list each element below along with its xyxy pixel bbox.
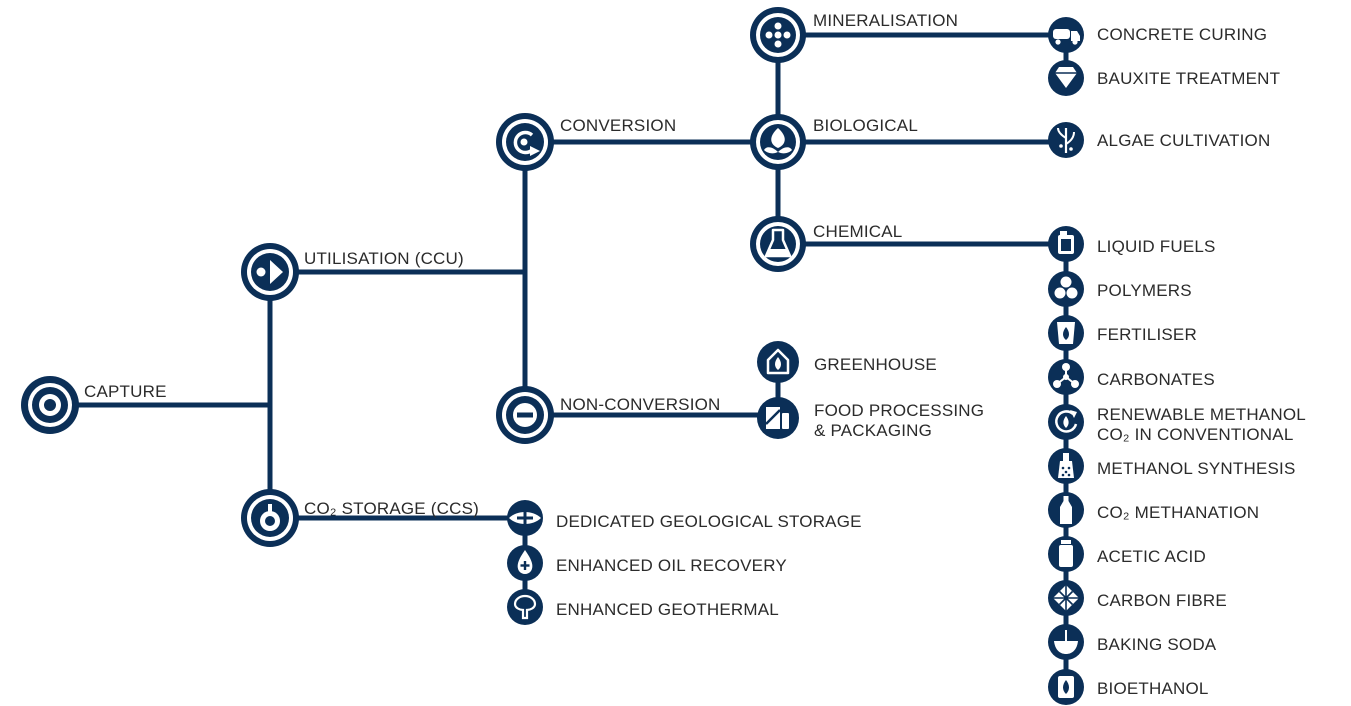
list-item: DEDICATED GEOLOGICAL STORAGE <box>507 500 862 536</box>
polymers-icon <box>1048 271 1084 307</box>
recycle-icon <box>1048 404 1084 440</box>
list-item: LIQUID FUELS <box>1048 226 1216 262</box>
list-item: METHANOL SYNTHESIS <box>1048 448 1296 484</box>
list-item: FOOD PROCESSING & PACKAGING <box>757 397 984 440</box>
node-non-conversion: NON-CONVERSION <box>496 386 721 444</box>
bioethanol-icon <box>1048 669 1084 705</box>
renewable-methanol-label: RENEWABLE METHANOL <box>1097 405 1306 424</box>
conversion-label: CONVERSION <box>560 116 676 135</box>
non-conversion-label: NON-CONVERSION <box>560 395 721 414</box>
node-mineralisation: MINERALISATION <box>750 7 958 63</box>
cycle-arrow-icon <box>496 113 554 171</box>
mineralisation-list: CONCRETE CURING BAUXITE TREATMENT <box>1048 17 1280 96</box>
storage-target-icon <box>241 489 299 547</box>
fertiliser-bag-icon <box>1048 315 1084 351</box>
chemical-label: CHEMICAL <box>813 222 902 241</box>
geothermal-icon <box>507 589 543 625</box>
mineralisation-label: MINERALISATION <box>813 11 958 30</box>
list-item: BAKING SODA <box>1048 624 1217 660</box>
food-processing-label-line2: & PACKAGING <box>814 421 932 440</box>
food-packaging-icon <box>757 397 799 439</box>
liquid-fuels-label: LIQUID FUELS <box>1097 237 1216 256</box>
oil-drop-icon <box>507 545 543 581</box>
list-item: GREENHOUSE <box>757 341 937 383</box>
algae-icon <box>1048 122 1084 158</box>
greenhouse-label: GREENHOUSE <box>814 355 937 374</box>
list-item: ENHANCED GEOTHERMAL <box>507 589 779 625</box>
list-item: RENEWABLE METHANOL CO₂ IN CONVENTIONAL <box>1048 404 1306 444</box>
fuel-can-icon <box>1048 226 1084 262</box>
node-biological: BIOLOGICAL <box>750 114 918 170</box>
synthesis-icon <box>1048 448 1084 484</box>
bottle-icon <box>1048 492 1084 528</box>
biological-label: BIOLOGICAL <box>813 116 918 135</box>
acetic-acid-label: ACETIC ACID <box>1097 547 1206 566</box>
baking-soda-label: BAKING SODA <box>1097 635 1217 654</box>
capture-label: CAPTURE <box>84 382 167 401</box>
storage-list: DEDICATED GEOLOGICAL STORAGE ENHANCED OI… <box>507 500 862 625</box>
leaf-icon <box>750 114 806 170</box>
carbon-fibre-label: CARBON FIBRE <box>1097 591 1227 610</box>
geological-storage-label: DEDICATED GEOLOGICAL STORAGE <box>556 512 862 531</box>
food-processing-label: FOOD PROCESSING <box>814 401 984 420</box>
bauxite-label: BAUXITE TREATMENT <box>1097 69 1280 88</box>
list-item: CO₂ METHANATION <box>1048 492 1259 528</box>
geological-icon <box>507 500 543 536</box>
list-item: POLYMERS <box>1048 271 1192 307</box>
biological-list: ALGAE CULTIVATION <box>1048 122 1270 158</box>
renewable-methanol-label-line2: CO₂ IN CONVENTIONAL <box>1097 425 1293 444</box>
concrete-curing-label: CONCRETE CURING <box>1097 25 1267 44</box>
list-item: FERTILISER <box>1048 315 1197 351</box>
carbonates-label: CARBONATES <box>1097 370 1215 389</box>
list-item: ACETIC ACID <box>1048 536 1206 572</box>
flask-icon <box>750 216 806 272</box>
list-item: ALGAE CULTIVATION <box>1048 122 1270 158</box>
non-conversion-list: GREENHOUSE FOOD PROCESSING & PACKAGING <box>757 341 984 440</box>
dots-icon <box>750 7 806 63</box>
methanol-synthesis-label: METHANOL SYNTHESIS <box>1097 459 1296 478</box>
list-item: BAUXITE TREATMENT <box>1048 60 1280 96</box>
bowl-icon <box>1048 624 1084 660</box>
node-storage: CO₂ STORAGE (CCS) <box>241 489 479 547</box>
molecule-icon <box>1048 359 1084 395</box>
list-item: ENHANCED OIL RECOVERY <box>507 545 787 581</box>
utilisation-label: UTILISATION (CCU) <box>304 249 464 268</box>
greenhouse-icon <box>757 341 799 383</box>
algae-label: ALGAE CULTIVATION <box>1097 131 1270 150</box>
list-item: CARBON FIBRE <box>1048 580 1227 616</box>
fibre-icon <box>1048 580 1084 616</box>
node-conversion: CONVERSION <box>496 113 676 171</box>
node-chemical: CHEMICAL <box>750 216 902 272</box>
list-item: BIOETHANOL <box>1048 669 1209 705</box>
oil-recovery-label: ENHANCED OIL RECOVERY <box>556 556 787 575</box>
target-icon <box>21 376 79 434</box>
node-capture: CAPTURE <box>21 376 167 434</box>
fertiliser-label: FERTILISER <box>1097 325 1197 344</box>
node-utilisation: UTILISATION (CCU) <box>241 243 464 301</box>
list-item: CARBONATES <box>1048 359 1215 395</box>
methanation-label: CO₂ METHANATION <box>1097 503 1259 522</box>
bioethanol-label: BIOETHANOL <box>1097 679 1209 698</box>
play-icon <box>241 243 299 301</box>
jar-icon <box>1048 536 1084 572</box>
minus-icon <box>496 386 554 444</box>
chemical-list: LIQUID FUELS POLYMERS FERTILISER <box>1048 226 1306 705</box>
geothermal-label: ENHANCED GEOTHERMAL <box>556 600 779 619</box>
list-item: CONCRETE CURING <box>1048 17 1267 53</box>
storage-label: CO₂ STORAGE (CCS) <box>304 499 479 518</box>
gem-icon <box>1048 60 1084 96</box>
concrete-truck-icon <box>1048 17 1084 53</box>
polymers-label: POLYMERS <box>1097 281 1192 300</box>
